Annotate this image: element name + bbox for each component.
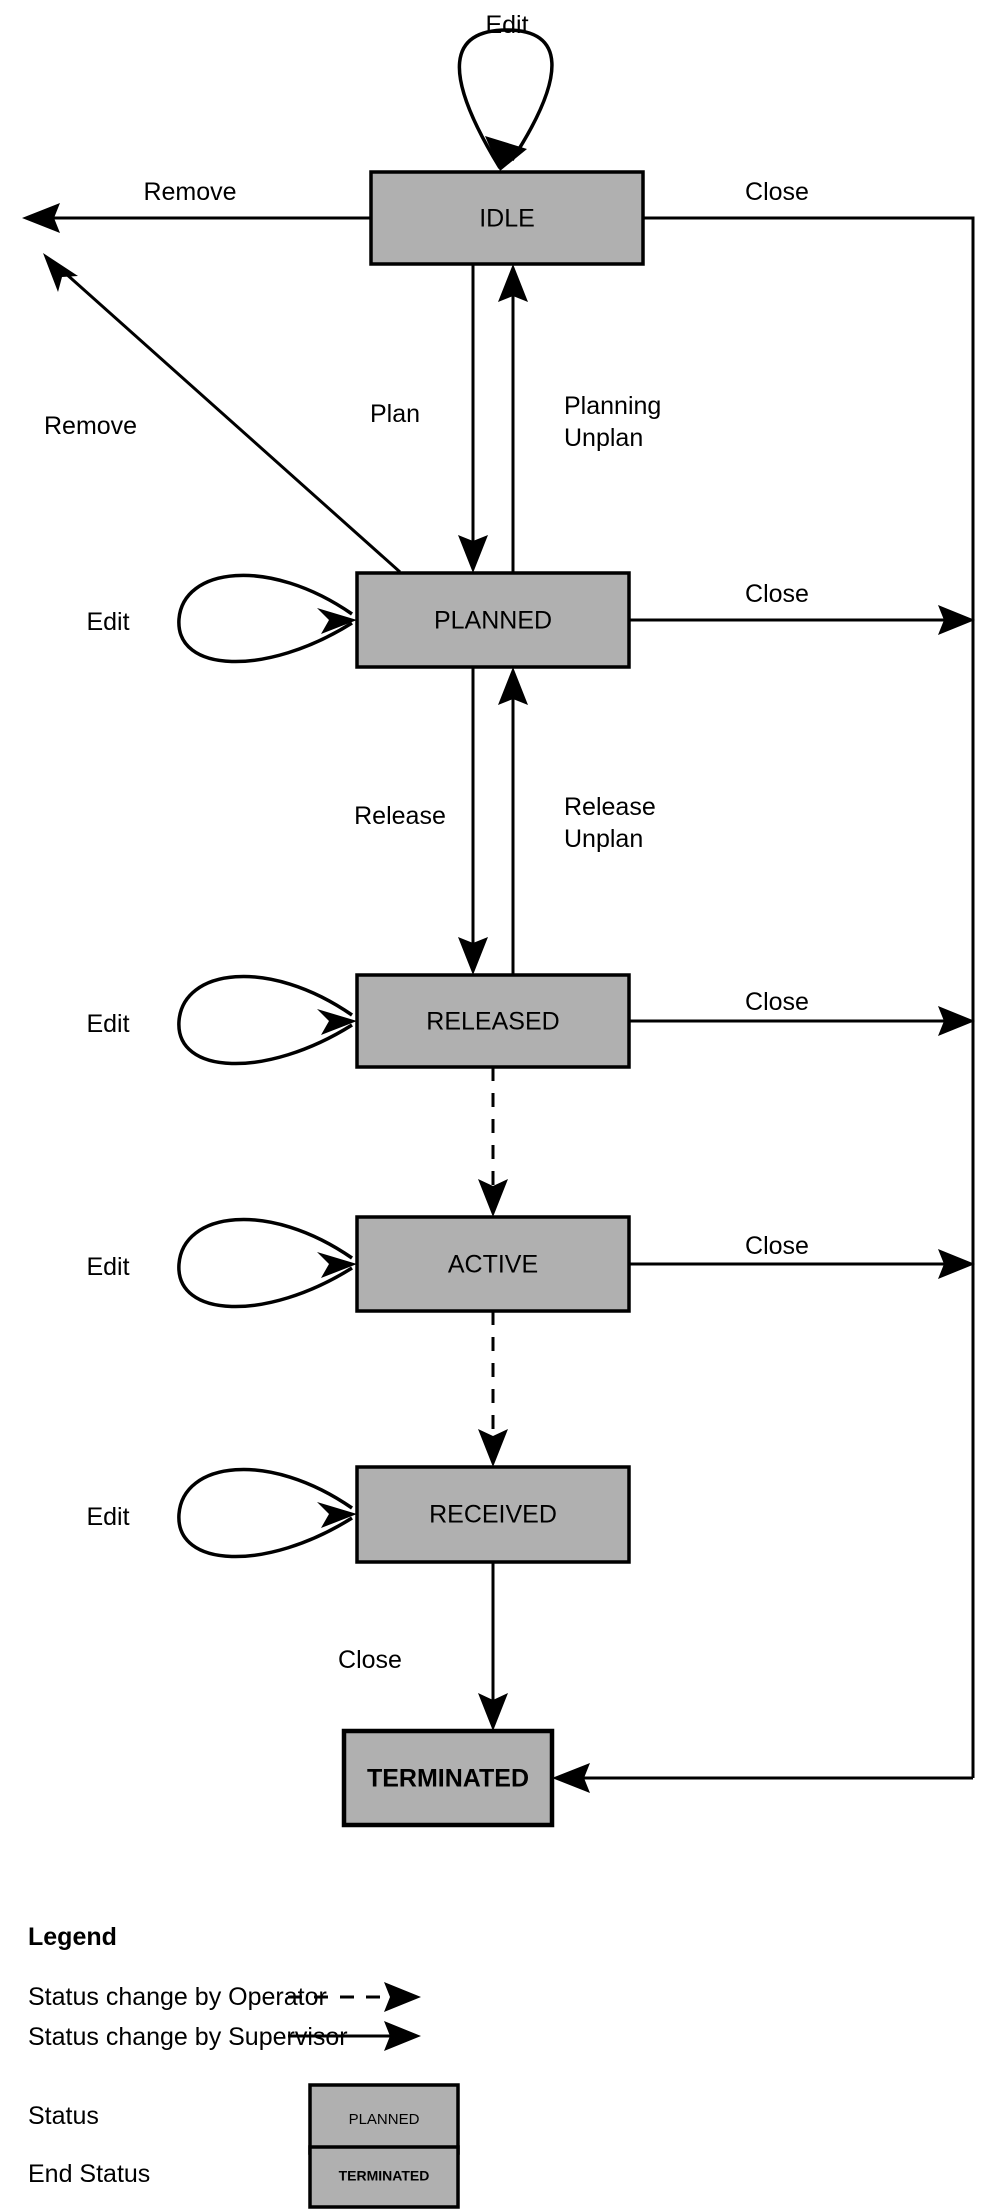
- legend-end-status-box-label: TERMINATED: [339, 2168, 430, 2184]
- arrow-head-planned-remove: [43, 253, 78, 292]
- edge-label-active-edit: Edit: [86, 1253, 129, 1281]
- self-loop-path-received: [177, 1467, 353, 1559]
- legend-label-operator: Status change by Operator: [28, 1983, 327, 2011]
- transition-released-active[interactable]: [478, 1067, 508, 1217]
- transition-trunk-to-terminated: [552, 1763, 973, 1793]
- arrow-head-plan: [458, 535, 488, 573]
- state-label-released: RELEASED: [426, 1008, 559, 1036]
- arrow-head-planned-close: [938, 605, 975, 635]
- edge-label-received-close: Close: [338, 1646, 402, 1674]
- edge-label-plan: Plan: [370, 400, 420, 428]
- state-label-planned: PLANNED: [434, 607, 552, 635]
- legend-status-box: [308, 2083, 460, 2155]
- legend-status-box-label: PLANNED: [349, 2111, 420, 2128]
- arrow-head-released-active: [478, 1179, 508, 1217]
- transition-idle-edit[interactable]: Edit: [457, 11, 554, 171]
- transition-received-close[interactable]: Close: [338, 1562, 508, 1731]
- legend-dashed-arrow-head: [384, 1982, 421, 2012]
- state-node-received[interactable]: RECEIVED: [355, 1465, 631, 1564]
- edge-label-release-unplan-line2: Unplan: [564, 825, 643, 853]
- edge-label-active-close: Close: [745, 1232, 809, 1260]
- arrow-head-idle-remove: [22, 203, 60, 233]
- edge-label-idle-remove: Remove: [143, 178, 236, 206]
- transition-planned-unplan[interactable]: Planning Unplan: [498, 264, 661, 573]
- state-box-received: [355, 1465, 631, 1564]
- edge-label-release: Release: [354, 802, 446, 830]
- arrow-head-active-close: [938, 1249, 975, 1279]
- legend-row-status: Status PLANNED: [28, 2083, 460, 2155]
- state-label-terminated: TERMINATED: [367, 1765, 529, 1793]
- self-loop-path-planned: [177, 573, 353, 664]
- edge-label-planned-edit: Edit: [86, 608, 129, 636]
- transition-planned-close[interactable]: Close: [629, 580, 975, 635]
- edge-label-planning-line1: Planning: [564, 392, 661, 420]
- arrow-head-planned-edit: [317, 608, 357, 634]
- transition-active-received[interactable]: [478, 1311, 508, 1467]
- arrow-head-planning-unplan: [498, 264, 528, 302]
- transition-planned-remove[interactable]: Remove: [43, 253, 401, 574]
- transition-idle-close[interactable]: Close: [643, 178, 975, 1778]
- transition-idle-remove[interactable]: Remove: [22, 178, 371, 233]
- state-node-planned[interactable]: PLANNED: [355, 571, 631, 669]
- legend: Legend Status change by Operator Status …: [28, 1923, 460, 2209]
- edge-path-idle-close: [643, 216, 975, 1778]
- state-box-active: [355, 1215, 631, 1313]
- arrow-head-terminated-in: [552, 1763, 590, 1793]
- transition-released-close[interactable]: Close: [629, 988, 975, 1036]
- arrow-head-active-edit: [317, 1252, 357, 1278]
- state-box-idle: [369, 170, 645, 266]
- legend-end-status-box: [308, 2145, 460, 2209]
- transition-planned-edit[interactable]: Edit: [86, 573, 357, 664]
- arrow-head-received-close: [478, 1693, 508, 1731]
- legend-label-end-status: End Status: [28, 2160, 150, 2188]
- legend-row-operator: Status change by Operator: [28, 1982, 421, 2012]
- self-loop-path-idle: [457, 28, 554, 169]
- state-node-idle[interactable]: IDLE: [369, 170, 645, 266]
- edge-path-planned-remove: [63, 270, 401, 574]
- transition-active-edit[interactable]: Edit: [86, 1217, 357, 1309]
- legend-solid-arrow-head: [384, 2021, 421, 2051]
- legend-row-end-status: End Status TERMINATED: [28, 2145, 460, 2209]
- state-box-released: [355, 973, 631, 1069]
- arrow-head-released-close: [938, 1006, 975, 1036]
- state-label-active: ACTIVE: [448, 1251, 538, 1279]
- transition-released-unplan[interactable]: Release Unplan: [498, 667, 656, 975]
- state-node-active[interactable]: ACTIVE: [355, 1215, 631, 1313]
- edge-label-planning-line2: Unplan: [564, 424, 643, 452]
- state-node-released[interactable]: RELEASED: [355, 973, 631, 1069]
- arrow-head-release-unplan: [498, 667, 528, 705]
- edge-label-released-close: Close: [745, 988, 809, 1016]
- state-box-terminated: [341, 1728, 555, 1828]
- edge-label-received-edit: Edit: [86, 1503, 129, 1531]
- arrow-head-idle-edit: [485, 136, 527, 171]
- self-loop-path-released: [177, 974, 353, 1066]
- transition-released-edit[interactable]: Edit: [86, 974, 357, 1066]
- edge-label-idle-close: Close: [745, 178, 809, 206]
- arrow-head-received-edit: [317, 1502, 357, 1528]
- transition-received-edit[interactable]: Edit: [86, 1467, 357, 1559]
- edge-label-planned-close: Close: [745, 580, 809, 608]
- edge-label-planned-remove: Remove: [44, 412, 137, 440]
- state-label-received: RECEIVED: [429, 1501, 557, 1529]
- arrow-head-active-received: [478, 1429, 508, 1467]
- state-node-terminated[interactable]: TERMINATED: [341, 1728, 555, 1828]
- state-label-idle: IDLE: [479, 205, 535, 233]
- state-box-planned: [355, 571, 631, 669]
- transition-planned-release[interactable]: Release: [354, 667, 488, 975]
- legend-title: Legend: [28, 1923, 117, 1951]
- arrow-head-release: [458, 937, 488, 975]
- transition-idle-plan[interactable]: Plan: [370, 264, 488, 573]
- legend-row-supervisor: Status change by Supervisor: [28, 2021, 421, 2051]
- legend-label-status: Status: [28, 2102, 99, 2130]
- edge-label-release-unplan-line1: Release: [564, 793, 656, 821]
- self-loop-path-active: [177, 1217, 353, 1309]
- edge-label-released-edit: Edit: [86, 1010, 129, 1038]
- arrow-head-released-edit: [317, 1009, 357, 1035]
- edge-label-idle-edit: Edit: [485, 11, 528, 39]
- transition-active-close[interactable]: Close: [629, 1232, 975, 1279]
